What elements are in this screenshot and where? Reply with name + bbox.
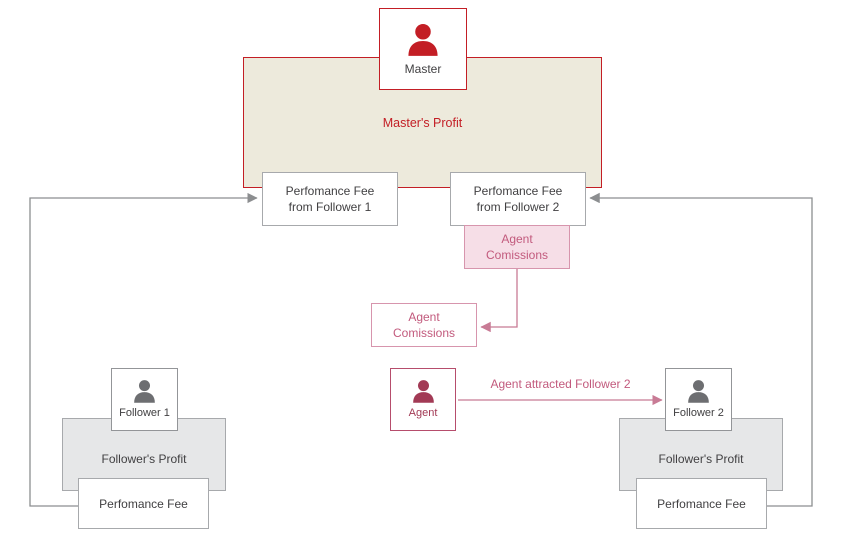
- agent-label: Agent: [408, 407, 438, 420]
- follower-2-fee-label: Perfomance Fee: [657, 496, 746, 511]
- agent-commissions-upper-box: Agent Comissions: [464, 225, 570, 269]
- fee-from-follower-1-line1: Perfomance Fee: [285, 183, 375, 198]
- fee-from-follower-2-line1: Perfomance Fee: [473, 183, 563, 198]
- agent-node: Agent: [390, 368, 456, 431]
- master-node: Master: [379, 8, 467, 90]
- agent-commissions-lower-line2: Comissions: [392, 326, 455, 340]
- fee-flow-left-connector: [29, 192, 258, 507]
- agent-commissions-lower-line1: Agent: [408, 309, 440, 324]
- person-icon-agent: [412, 380, 434, 404]
- follower-1-fee-label: Perfomance Fee: [99, 496, 188, 511]
- follower-2-node: Follower 2: [665, 368, 732, 431]
- follower-1-profit-label: Follower's Profit: [101, 451, 187, 466]
- follower-2-fee-box: Perfomance Fee: [636, 478, 767, 529]
- person-icon-follower-2: [688, 380, 709, 404]
- agent-attracted-edge-label: Agent attracted Follower 2: [490, 377, 631, 391]
- person-icon-master: [408, 24, 438, 57]
- agent-commissions-lower-box: Agent Comissions: [371, 303, 477, 347]
- fee-from-follower-2-line2: from Follower 2: [476, 200, 560, 214]
- agent-commissions-upper-line1: Agent: [501, 231, 533, 246]
- fee-flow-right-connector: [589, 192, 813, 507]
- follower-2-profit-label: Follower's Profit: [658, 451, 744, 466]
- person-icon-follower-1: [134, 380, 155, 404]
- fee-from-follower-2-box: Perfomance Fee from Follower 2: [450, 172, 586, 226]
- fee-from-follower-1-box: Perfomance Fee from Follower 1: [262, 172, 398, 226]
- follower-1-fee-box: Perfomance Fee: [78, 478, 209, 529]
- commission-flow-connector: [480, 269, 518, 333]
- master-profit-label: Master's Profit: [382, 115, 463, 130]
- follower-1-node: Follower 1: [111, 368, 178, 431]
- fee-from-follower-1-line2: from Follower 1: [288, 200, 372, 214]
- follower-2-label: Follower 2: [673, 407, 724, 420]
- follower-1-label: Follower 1: [119, 407, 170, 420]
- agent-commissions-upper-line2: Comissions: [485, 248, 548, 262]
- master-label: Master: [404, 62, 442, 77]
